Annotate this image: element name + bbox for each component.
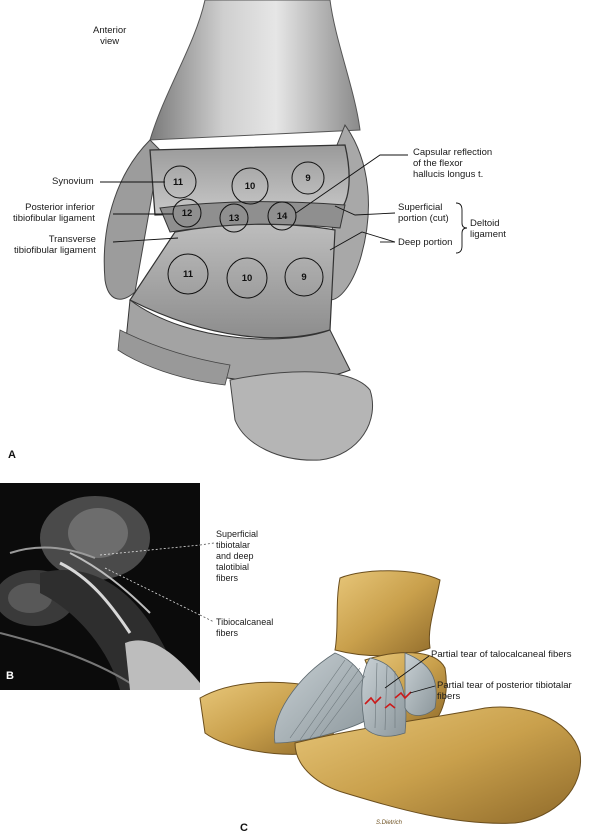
circle-label: 11 — [183, 269, 194, 280]
panel-b-letter: B — [6, 670, 14, 682]
panel-a-illustration: 11 10 9 12 13 14 11 10 9 — [100, 0, 468, 461]
circle-label: 13 — [229, 213, 240, 224]
circle-label: 9 — [301, 272, 306, 283]
posterior-inferior-tibiofibular-label: Posterior inferior tibiofibular ligament — [13, 202, 95, 224]
circle-label: 14 — [277, 211, 288, 222]
panel-c-letter: C — [240, 822, 248, 834]
anterior-view-label: Anterior view — [93, 25, 127, 47]
circle-label: 10 — [245, 181, 256, 192]
artist-signature: S.Dietrich — [376, 820, 403, 826]
circle-label: 9 — [305, 173, 310, 184]
tibiocalcaneal-label: Tibiocalcaneal fibers — [216, 617, 274, 638]
circle-label: 10 — [242, 273, 253, 284]
panel-a-letter: A — [8, 449, 16, 461]
capsular-reflection-label: Capsular reflection of the flexor halluc… — [413, 147, 493, 180]
superficial-portion-label: Superficial portion (cut) — [398, 202, 449, 224]
partial-tear-talocalcaneal-label: Partial tear of talocalcaneal fibers — [431, 649, 572, 660]
circle-label: 12 — [182, 208, 193, 219]
synovium-label: Synovium — [52, 176, 94, 187]
superficial-tibiotalar-label: Superficial tibiotalar and deep talotibi… — [216, 529, 259, 583]
partial-tear-posterior-tibiotalar-label: Partial tear of posterior tibiotalar fib… — [437, 680, 572, 702]
panel-b-mri-image — [0, 483, 200, 690]
panel-c-illustration — [199, 570, 582, 824]
deltoid-ligament-label: Deltoid ligament — [470, 218, 506, 240]
circle-label: 11 — [173, 177, 184, 188]
panel-b-leaders — [200, 542, 215, 623]
deep-portion-label: Deep portion — [398, 237, 453, 248]
transverse-tibiofibular-label: Transverse tibiofibular ligament — [14, 234, 96, 256]
